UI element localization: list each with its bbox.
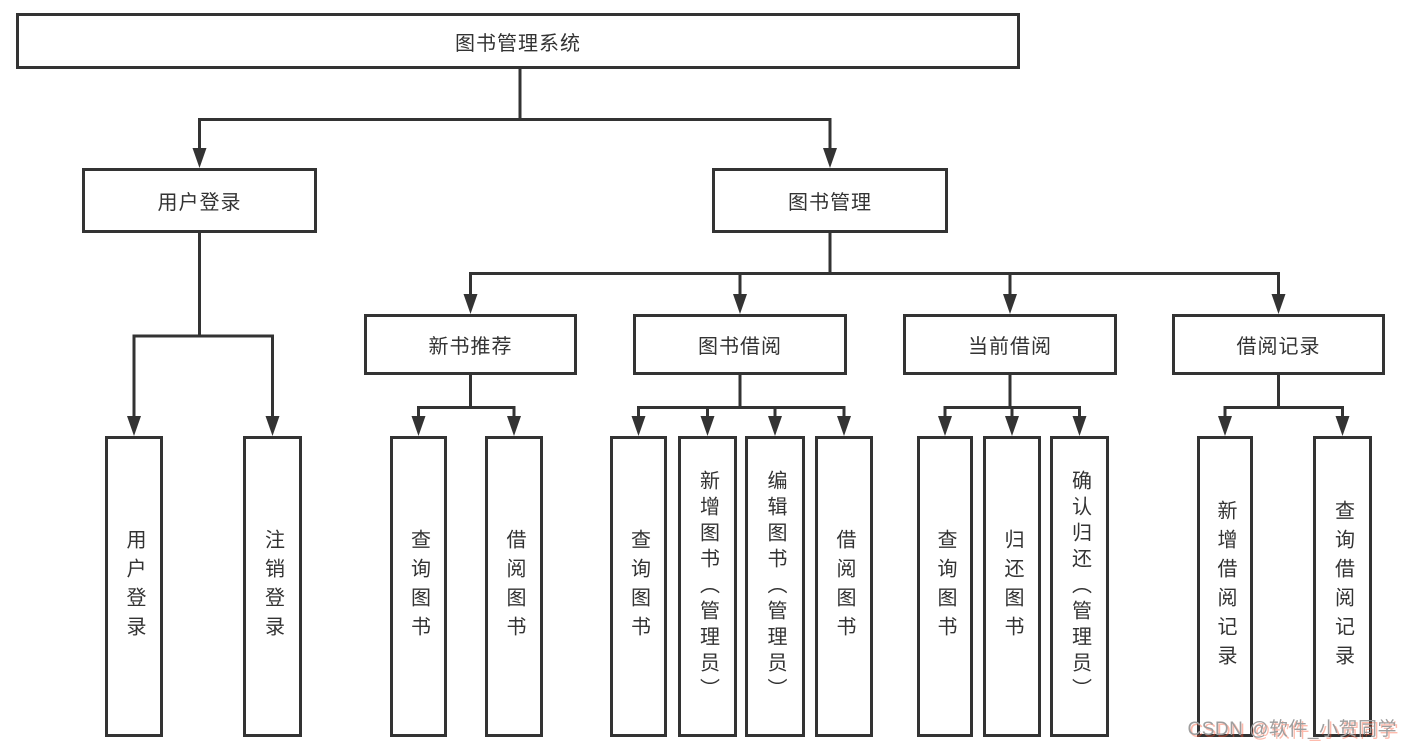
leaf-borrow-books-borrowing: 借阅图书: [815, 436, 873, 737]
leaf-user-login: 用户登录: [105, 436, 163, 737]
connector-borrowing-branch: [637, 375, 846, 417]
node-label: 新书推荐: [428, 336, 513, 358]
node-label: 注销登录: [261, 528, 284, 645]
node-label: 查询图书: [407, 528, 430, 645]
node-label: 借阅记录: [1236, 336, 1321, 358]
arrowheads: [127, 148, 1350, 436]
node-label: 新增图书（管理员）: [696, 469, 719, 704]
leaf-confirm-return-admin: 确认归还（管理员）: [1050, 436, 1109, 737]
leaf-edit-book-admin: 编辑图书（管理员）: [745, 436, 805, 737]
leaf-add-borrow-record: 新增借阅记录: [1197, 436, 1253, 737]
node-new-book-recommend: 新书推荐: [364, 314, 577, 375]
connector-login-to-leaves: [132, 233, 274, 417]
node-label: 用户登录: [157, 192, 242, 214]
node-book-management: 图书管理: [712, 168, 948, 233]
node-label: 图书管理: [788, 192, 872, 214]
node-label: 编辑图书（管理员）: [764, 469, 786, 704]
node-label: 当前借阅: [968, 336, 1052, 358]
leaf-query-books-recommend: 查询图书: [390, 436, 447, 737]
node-label: 图书管理系统: [455, 32, 581, 55]
connector-current-branch: [943, 375, 1081, 417]
node-book-borrowing: 图书借阅: [633, 314, 847, 375]
leaf-add-book-admin: 新增图书（管理员）: [678, 436, 737, 737]
node-label: 查询图书: [627, 528, 650, 645]
node-label: 借阅图书: [833, 528, 855, 645]
leaf-logout: 注销登录: [243, 436, 302, 737]
leaf-return-book: 归还图书: [983, 436, 1041, 737]
node-label: 归还图书: [1001, 528, 1023, 645]
node-label: 新增借阅记录: [1214, 499, 1236, 674]
node-label: 图书借阅: [698, 336, 782, 358]
node-label: 确认归还（管理员）: [1068, 469, 1091, 704]
node-current-borrowing: 当前借阅: [903, 314, 1117, 375]
connector-recommend-branch: [417, 375, 516, 417]
connector-root-to-level2: [198, 69, 832, 149]
node-library-management-system: 图书管理系统: [16, 13, 1020, 69]
node-user-login: 用户登录: [82, 168, 317, 233]
leaf-query-books-current: 查询图书: [917, 436, 973, 737]
leaf-query-borrow-record: 查询借阅记录: [1313, 436, 1372, 737]
leaf-query-books-borrowing: 查询图书: [610, 436, 667, 737]
connector-mgmt-to-level3: [469, 233, 1280, 295]
node-label: 查询图书: [934, 528, 956, 645]
leaf-borrow-books-recommend: 借阅图书: [485, 436, 543, 737]
node-borrowing-records: 借阅记录: [1172, 314, 1385, 375]
node-label: 用户登录: [123, 528, 145, 645]
node-label: 借阅图书: [503, 528, 525, 645]
csdn-watermark: CSDN @软件_小贺同学: [1187, 719, 1397, 740]
node-label: 查询借阅记录: [1331, 499, 1354, 674]
connector-records-branch: [1223, 375, 1344, 417]
